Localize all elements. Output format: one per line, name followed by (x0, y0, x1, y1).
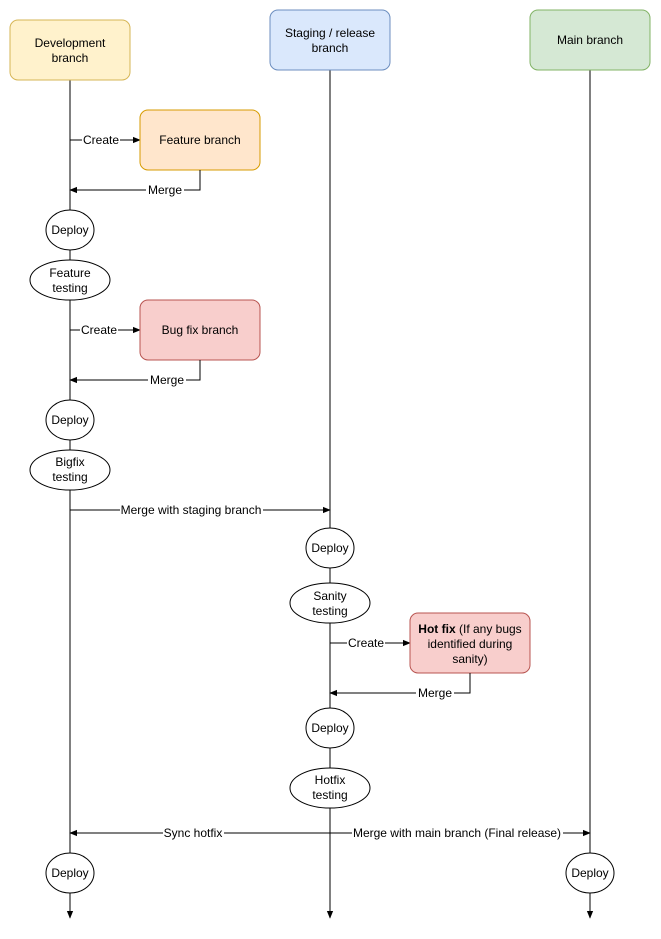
bigfix-testing-label-1: Bigfix (55, 455, 84, 469)
merge-main-label-bg (352, 826, 563, 840)
sync-hotfix-label-bg (163, 826, 224, 840)
sanity-testing-label-2: testing (312, 604, 347, 618)
hotfix-branch-label-2: identified during (428, 637, 513, 651)
hotfix-testing (289, 767, 371, 809)
merge-main-label: Merge with main branch (Final release) (353, 826, 561, 840)
hotfix-testing-label-1: Hotfix (315, 773, 346, 787)
sync-hotfix-label: Sync hotfix (164, 826, 223, 840)
staging-branch-box: Staging / release branch (269, 9, 391, 71)
development-branch-rect (9, 19, 131, 81)
staging-branch-label-1: Staging / release (285, 26, 375, 40)
deploy-main-label: Deploy (571, 866, 608, 880)
hotfix-branch-label-3: sanity) (452, 652, 487, 666)
bigfix-testing-label-2: testing (52, 470, 87, 484)
deploy-staging-2-label: Deploy (311, 721, 348, 735)
feature-testing (29, 259, 111, 301)
merge-bugfix-label-bg (148, 373, 186, 387)
main-branch-rect (529, 9, 651, 71)
main-branch-label: Main branch (557, 33, 623, 47)
bugfix-branch-box: Bug fix branch (139, 299, 261, 361)
deploy-dev-3 (45, 852, 95, 894)
development-branch-box: Development branch (9, 19, 131, 81)
deploy-staging-1-label: Deploy (311, 541, 348, 555)
hotfix-testing-label-2: testing (312, 788, 347, 802)
hotfix-text-1: (If any bugs (459, 622, 522, 636)
main-branch-box: Main branch (529, 9, 651, 71)
feature-testing-label-2: testing (52, 281, 87, 295)
hotfix-branch-box: Hot fix (If any bugs identified during s… (409, 612, 531, 674)
merge-staging-label-bg (120, 503, 263, 517)
sanity-testing-label-1: Sanity (313, 589, 346, 603)
deploy-main (565, 852, 615, 894)
deploy-dev-1-label: Deploy (51, 223, 88, 237)
create-bugfix-label-bg (80, 323, 118, 337)
feature-testing-label-1: Feature (49, 266, 91, 280)
create-bugfix-label: Create (81, 323, 117, 337)
development-branch-label-1: Development (35, 36, 106, 50)
deploy-dev-2-label: Deploy (51, 413, 88, 427)
bigfix-testing (29, 449, 111, 491)
feature-branch-box: Feature branch (139, 109, 261, 171)
deploy-staging-1 (305, 527, 355, 569)
create-feature-label-bg (82, 133, 120, 147)
merge-hotfix-arrow (329, 673, 471, 697)
merge-staging-label: Merge with staging branch (121, 503, 262, 517)
merge-bugfix-arrow (69, 360, 201, 384)
deploy-dev-3-label: Deploy (51, 866, 88, 880)
hotfix-bold-text: Hot fix (418, 622, 456, 636)
bugfix-branch-label: Bug fix branch (162, 323, 239, 337)
create-hotfix-label: Create (348, 636, 384, 650)
create-hotfix-label-bg (347, 636, 385, 650)
deploy-dev-2 (45, 399, 95, 441)
deploy-dev-1 (45, 209, 95, 251)
create-feature-label: Create (83, 133, 119, 147)
development-branch-label-2: branch (52, 51, 89, 65)
staging-branch-label-2: branch (312, 41, 349, 55)
merge-hotfix-label: Merge (418, 686, 452, 700)
hotfix-branch-label-1: Hot fix (If any bugs (418, 622, 521, 636)
staging-branch-rect (269, 9, 391, 71)
sanity-testing (289, 582, 371, 624)
merge-feature-label-bg (146, 183, 184, 197)
deploy-staging-2 (305, 707, 355, 749)
feature-branch-label: Feature branch (159, 133, 240, 147)
merge-feature-arrow (69, 170, 201, 194)
merge-bugfix-label: Merge (150, 373, 184, 387)
merge-feature-label: Merge (148, 183, 182, 197)
merge-hotfix-label-bg (416, 686, 454, 700)
